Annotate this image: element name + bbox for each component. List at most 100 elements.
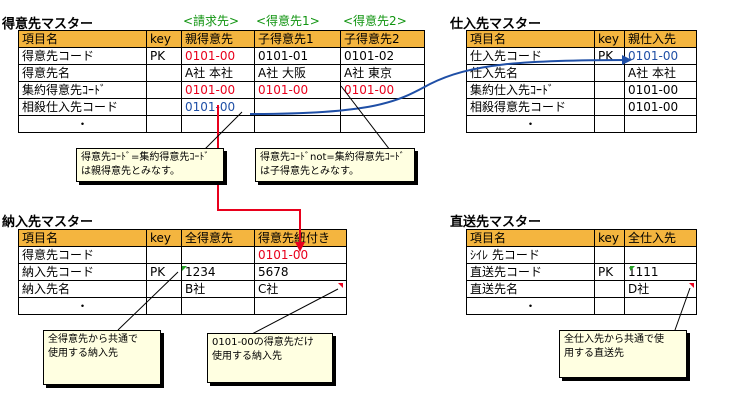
cell: ・: [18, 297, 147, 315]
cell: 0101-00: [624, 98, 697, 116]
note-line: 得意先ｺｰﾄﾞ=集約得意先ｺｰﾄﾞ: [81, 152, 210, 163]
group-label-tokui1: <得意先1>: [256, 14, 320, 28]
header-row: 項目名 key 全得意先 得意先紐付き: [18, 229, 347, 247]
cell: 相殺仕入先コード: [18, 98, 147, 116]
table-row: 仕入先名 A社 本社: [466, 64, 697, 82]
cell: [594, 115, 625, 133]
header-cell: 得意先紐付き: [254, 229, 347, 247]
header-cell: 全仕入先: [624, 229, 697, 247]
table-row: 相殺得意先コード 0101-00: [466, 98, 697, 116]
cell: [181, 246, 255, 264]
cell: 得意先コード: [18, 246, 147, 264]
table-row: 得意先コード PK 0101-00 0101-01 0101-02: [18, 47, 425, 65]
cell: ・: [466, 297, 595, 315]
cell: A社 本社: [181, 64, 255, 82]
cell: 5678: [254, 263, 347, 281]
header-cell: 項目名: [18, 229, 147, 247]
note-parent-rule: 得意先ｺｰﾄﾞ=集約得意先ｺｰﾄﾞ は親得意先とみなす。: [76, 148, 224, 182]
cell: 0101-00: [254, 246, 347, 264]
note-specific-delivery: 0101-00の得意先だけ 使用する納入先: [207, 333, 333, 383]
cell: [340, 98, 425, 116]
cell: [254, 98, 341, 116]
cell: [181, 297, 255, 315]
cell: 集約仕入先ｺｰﾄﾞ: [466, 81, 595, 99]
cell: PK: [594, 47, 625, 65]
table-row: 得意先コード 0101-00: [18, 246, 347, 264]
cell: 0101-00: [624, 47, 697, 65]
cell: 0101-02: [340, 47, 425, 65]
cell: D社: [624, 280, 697, 298]
cell: [594, 280, 625, 298]
table-row: ・: [466, 115, 697, 133]
cell: 0101-00: [181, 98, 255, 116]
cell: PK: [146, 263, 182, 281]
cell: 集約得意先ｺｰﾄﾞ: [18, 81, 147, 99]
note-common-direct: 全仕入先から共通で使 用する直送先: [559, 330, 687, 378]
cell: A社 大阪: [254, 64, 341, 82]
note-line: 使用する納入先: [212, 351, 282, 362]
cell: A社 東京: [340, 64, 425, 82]
cell: [146, 64, 182, 82]
header-row: 項目名 key 全仕入先: [466, 229, 697, 247]
cell: 納入先名: [18, 280, 147, 298]
header-cell: 全得意先: [181, 229, 255, 247]
shiire-master-title: 仕入先マスター: [450, 17, 542, 32]
header-cell: 子得意先2: [340, 30, 425, 48]
header-cell: 親仕入先: [624, 30, 697, 48]
table-row: 得意先名 A社 本社 A社 大阪 A社 東京: [18, 64, 425, 82]
comment-marker-icon: [182, 266, 187, 271]
cell: [146, 246, 182, 264]
cell: [146, 280, 182, 298]
note-line: 全仕入先から共通で使: [564, 334, 664, 345]
tokui-master-table: 項目名 key 親得意先 子得意先1 子得意先2 得意先コード PK 0101-…: [18, 30, 425, 133]
header-cell: 項目名: [18, 30, 147, 48]
header-cell: 親得意先: [181, 30, 255, 48]
cell: [340, 115, 425, 133]
header-cell: 子得意先1: [254, 30, 341, 48]
cell: 直送先コード: [466, 263, 595, 281]
note-line: 用する直送先: [564, 348, 624, 359]
cell: B社: [181, 280, 255, 298]
cell: 直送先名: [466, 280, 595, 298]
cell: [254, 297, 347, 315]
cell: ・: [466, 115, 595, 133]
nonyu-master-title: 納入先マスター: [2, 215, 94, 230]
chokuso-master-title: 直送先マスター: [450, 215, 542, 230]
note-line: 全得意先から共通で: [48, 334, 138, 345]
cell: [594, 98, 625, 116]
cell: [146, 115, 182, 133]
comment-marker-icon: [689, 283, 694, 288]
cell: ・: [18, 115, 147, 133]
cell: C社: [254, 280, 347, 298]
cell: [594, 64, 625, 82]
table-row: ｼｲﾚ 先コード: [466, 246, 697, 264]
cell: 仕入先名: [466, 64, 595, 82]
note-line: 0101-00の得意先だけ: [212, 337, 314, 348]
table-row: ・: [18, 115, 425, 133]
note-line: は子得意先とみなす。: [260, 166, 359, 177]
cell: [146, 81, 182, 99]
nonyu-master-table: 項目名 key 全得意先 得意先紐付き 得意先コード 0101-00 納入先コー…: [18, 229, 347, 315]
header-cell: key: [146, 229, 182, 247]
cell: [146, 297, 182, 315]
cell: 0101-00: [181, 81, 255, 99]
table-row: 集約仕入先ｺｰﾄﾞ 0101-00: [466, 81, 697, 99]
comment-marker-icon: [630, 266, 635, 271]
tokui-master-title: 得意先マスター: [2, 17, 94, 32]
table-row: 集約得意先ｺｰﾄﾞ 0101-00 0101-00 0101-00: [18, 81, 425, 99]
chokuso-master-table: 項目名 key 全仕入先 ｼｲﾚ 先コード 直送先コード PK 1111 直送先…: [466, 229, 697, 315]
cell: 0101-00: [181, 47, 255, 65]
header-row: 項目名 key 親仕入先: [466, 30, 697, 48]
cell: 1234: [181, 263, 255, 281]
cell: PK: [594, 263, 625, 281]
cell: 0101-00: [254, 81, 341, 99]
cell: 得意先コード: [18, 47, 147, 65]
note-line: は親得意先とみなす。: [81, 166, 180, 177]
comment-marker-icon: [338, 283, 343, 288]
cell: 納入先コード: [18, 263, 147, 281]
cell: 得意先名: [18, 64, 147, 82]
cell: 相殺得意先コード: [466, 98, 595, 116]
cell: [624, 246, 697, 264]
group-label-seikyu: <請求先>: [183, 14, 240, 28]
cell: [624, 297, 697, 315]
